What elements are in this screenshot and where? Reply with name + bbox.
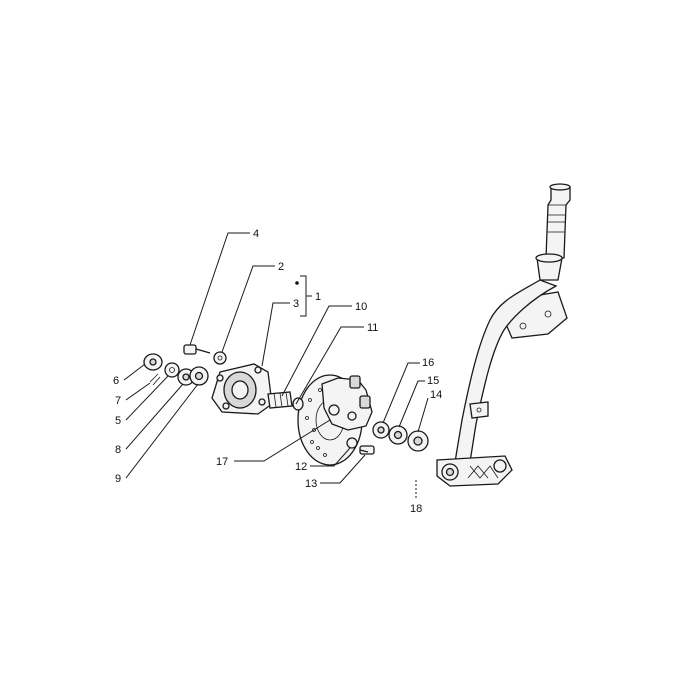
fork-arm (415, 183, 571, 500)
callout-13: 13 (305, 478, 317, 490)
callout-labels: 1 2 3 4 5 6 7 8 9 10 11 12 13 14 15 16 1… (113, 228, 442, 515)
callout-12: 12 (295, 461, 307, 473)
screw-4 (183, 344, 211, 355)
leader-lines (123, 232, 429, 484)
axle-nut (143, 353, 163, 371)
callout-18: 18 (410, 503, 422, 515)
washer-2 (213, 351, 227, 365)
seal-14 (407, 430, 429, 452)
callout-3: 3 (293, 298, 299, 310)
callout-2: 2 (278, 261, 284, 273)
wheel-hub (211, 363, 273, 415)
callout-5: 5 (115, 415, 121, 427)
brake-caliper (321, 375, 373, 431)
callout-6: 6 (113, 375, 119, 387)
callout-8: 8 (115, 444, 121, 456)
callout-1: 1 (315, 291, 321, 303)
spacer-9 (189, 366, 209, 386)
callout-7: 7 (115, 395, 121, 407)
bearing (267, 391, 304, 411)
screw-13 (359, 445, 375, 455)
callout-14: 14 (430, 389, 442, 401)
callout-16: 16 (422, 357, 434, 369)
callout-17: 17 (216, 456, 228, 468)
cotter-pin (149, 373, 161, 386)
callout-4: 4 (253, 228, 259, 240)
callout-10: 10 (355, 301, 367, 313)
callout-9: 9 (115, 473, 121, 485)
callout-11: 11 (367, 322, 378, 334)
washer-12 (346, 437, 358, 449)
washer-5 (164, 362, 180, 378)
callout-15: 15 (427, 375, 439, 387)
bearing-15 (388, 425, 408, 445)
spacer-16 (372, 421, 390, 439)
